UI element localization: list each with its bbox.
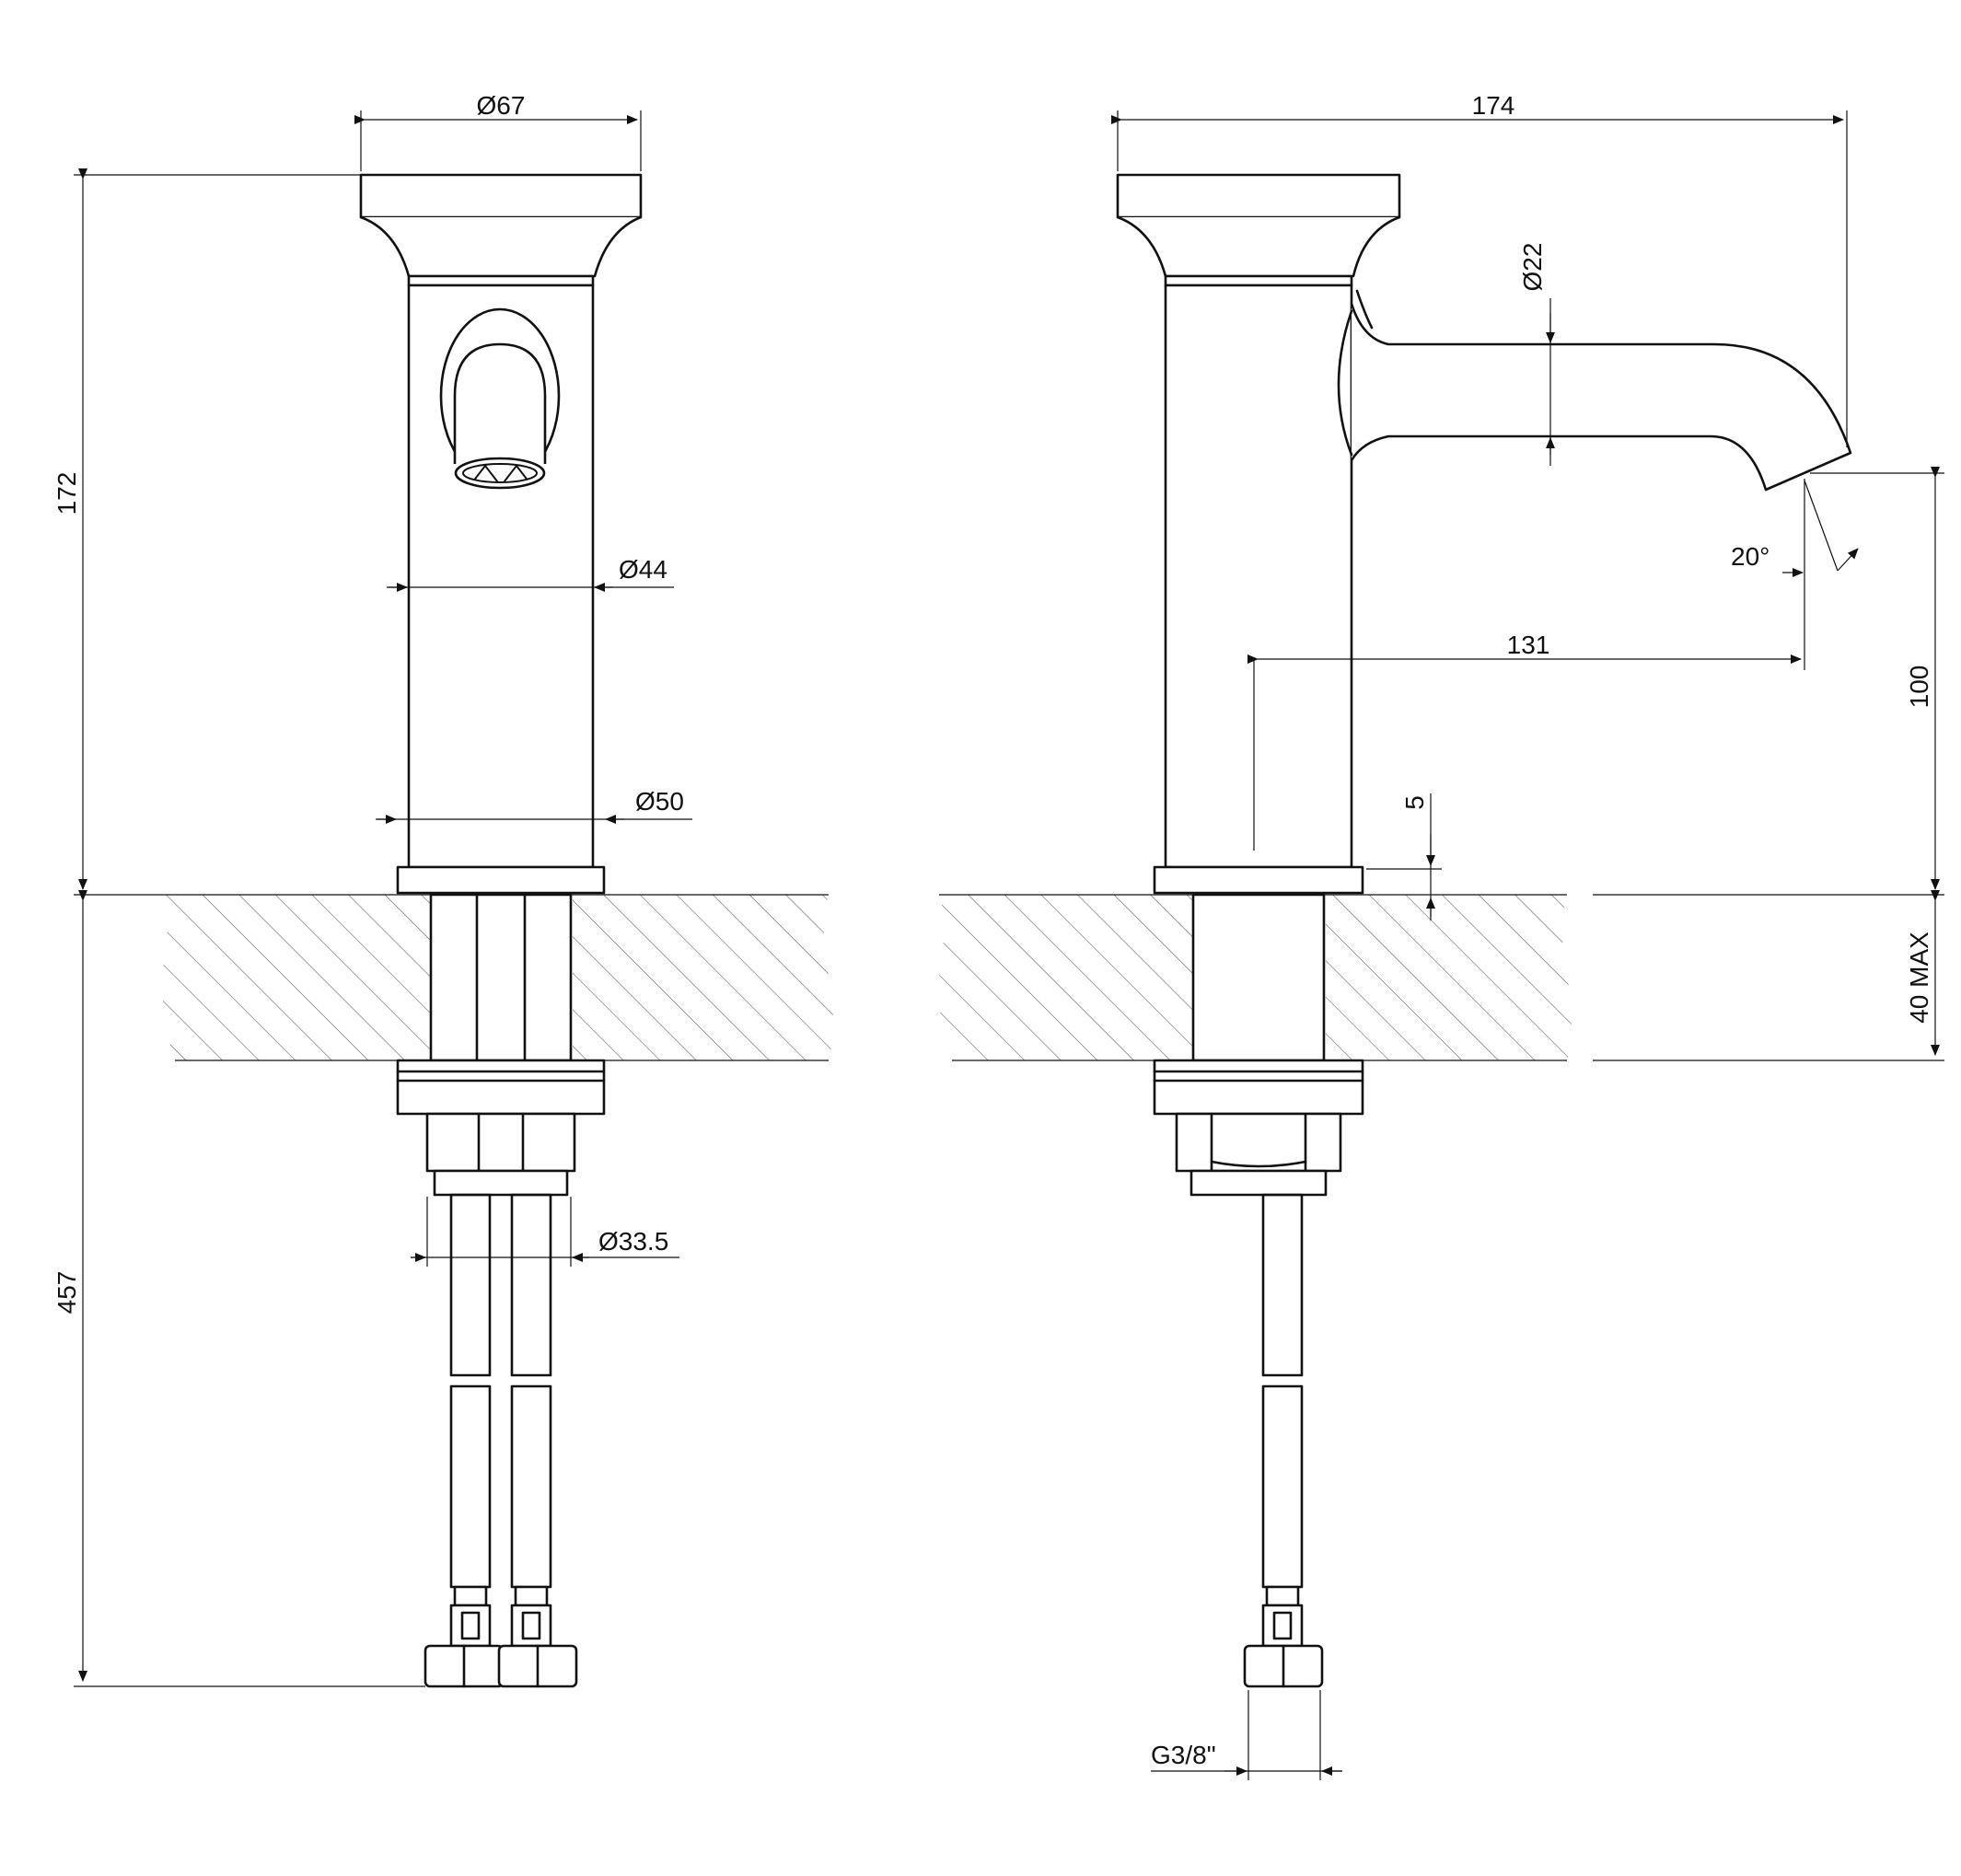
base-ring-side <box>1153 865 1364 895</box>
dimension-diameter-44: Ø44 <box>387 555 674 592</box>
dim-label-w131: 131 <box>1507 631 1550 659</box>
braided-hose-side <box>1243 1193 1324 1688</box>
dimension-diameter-67: Ø67 <box>354 91 642 171</box>
countertop-section-left <box>138 894 833 1061</box>
tap-body-side <box>1164 284 1353 869</box>
dim-label-h5: 5 <box>1400 795 1429 810</box>
dimension-width-174: 174 <box>1111 91 1848 447</box>
dim-label-d50: Ø50 <box>635 787 684 816</box>
dim-label-h100: 100 <box>1905 666 1933 709</box>
braided-hoses-front <box>424 1193 578 1688</box>
dim-label-g38: G3/8" <box>1151 1741 1216 1769</box>
dimension-height-100: 100 <box>1593 467 1944 896</box>
side-view: 174 Ø22 20° 131 100 <box>938 91 1944 1780</box>
dimension-height-172: 172 <box>52 168 361 890</box>
dim-label-h457: 457 <box>52 1271 81 1314</box>
dimension-height-5: 5 <box>1366 793 1442 921</box>
dimension-diameter-50: Ø50 <box>376 787 692 824</box>
dim-label-w174: 174 <box>1472 91 1515 120</box>
dimension-angle-20: 20° <box>1731 479 1859 670</box>
dim-label-d44: Ø44 <box>619 555 667 584</box>
dimension-thread-g38: G3/8" <box>1151 1690 1342 1780</box>
dim-label-d22: Ø22 <box>1518 243 1547 292</box>
dimension-width-131: 131 <box>1247 631 1802 851</box>
dimension-height-457: 457 <box>52 890 425 1687</box>
dimension-diameter-33-5: Ø33.5 <box>411 1197 679 1267</box>
lock-nut-side <box>1153 1059 1364 1197</box>
lock-nut-front <box>396 1059 606 1197</box>
shank-front <box>429 893 573 1062</box>
dimension-diameter-22: Ø22 <box>1518 243 1555 466</box>
base-ring-front <box>396 865 606 895</box>
dim-label-d67: Ø67 <box>477 91 526 120</box>
dim-label-a20: 20° <box>1731 542 1770 571</box>
shank-side <box>1191 893 1326 1062</box>
dim-label-d33-5: Ø33.5 <box>598 1227 668 1256</box>
dim-label-h172: 172 <box>52 472 81 515</box>
spout-side <box>1337 289 1852 492</box>
handle-cap-side <box>1116 173 1401 287</box>
dim-label-h40max: 40 MAX <box>1905 932 1933 1024</box>
handle-cap-front <box>359 173 643 287</box>
dimension-height-40-max: 40 MAX <box>1593 890 1944 1061</box>
countertop-section-right <box>938 894 1572 1061</box>
spout-front <box>439 307 561 490</box>
front-view: Ø67 Ø44 Ø50 Ø33.5 172 <box>52 91 833 1688</box>
